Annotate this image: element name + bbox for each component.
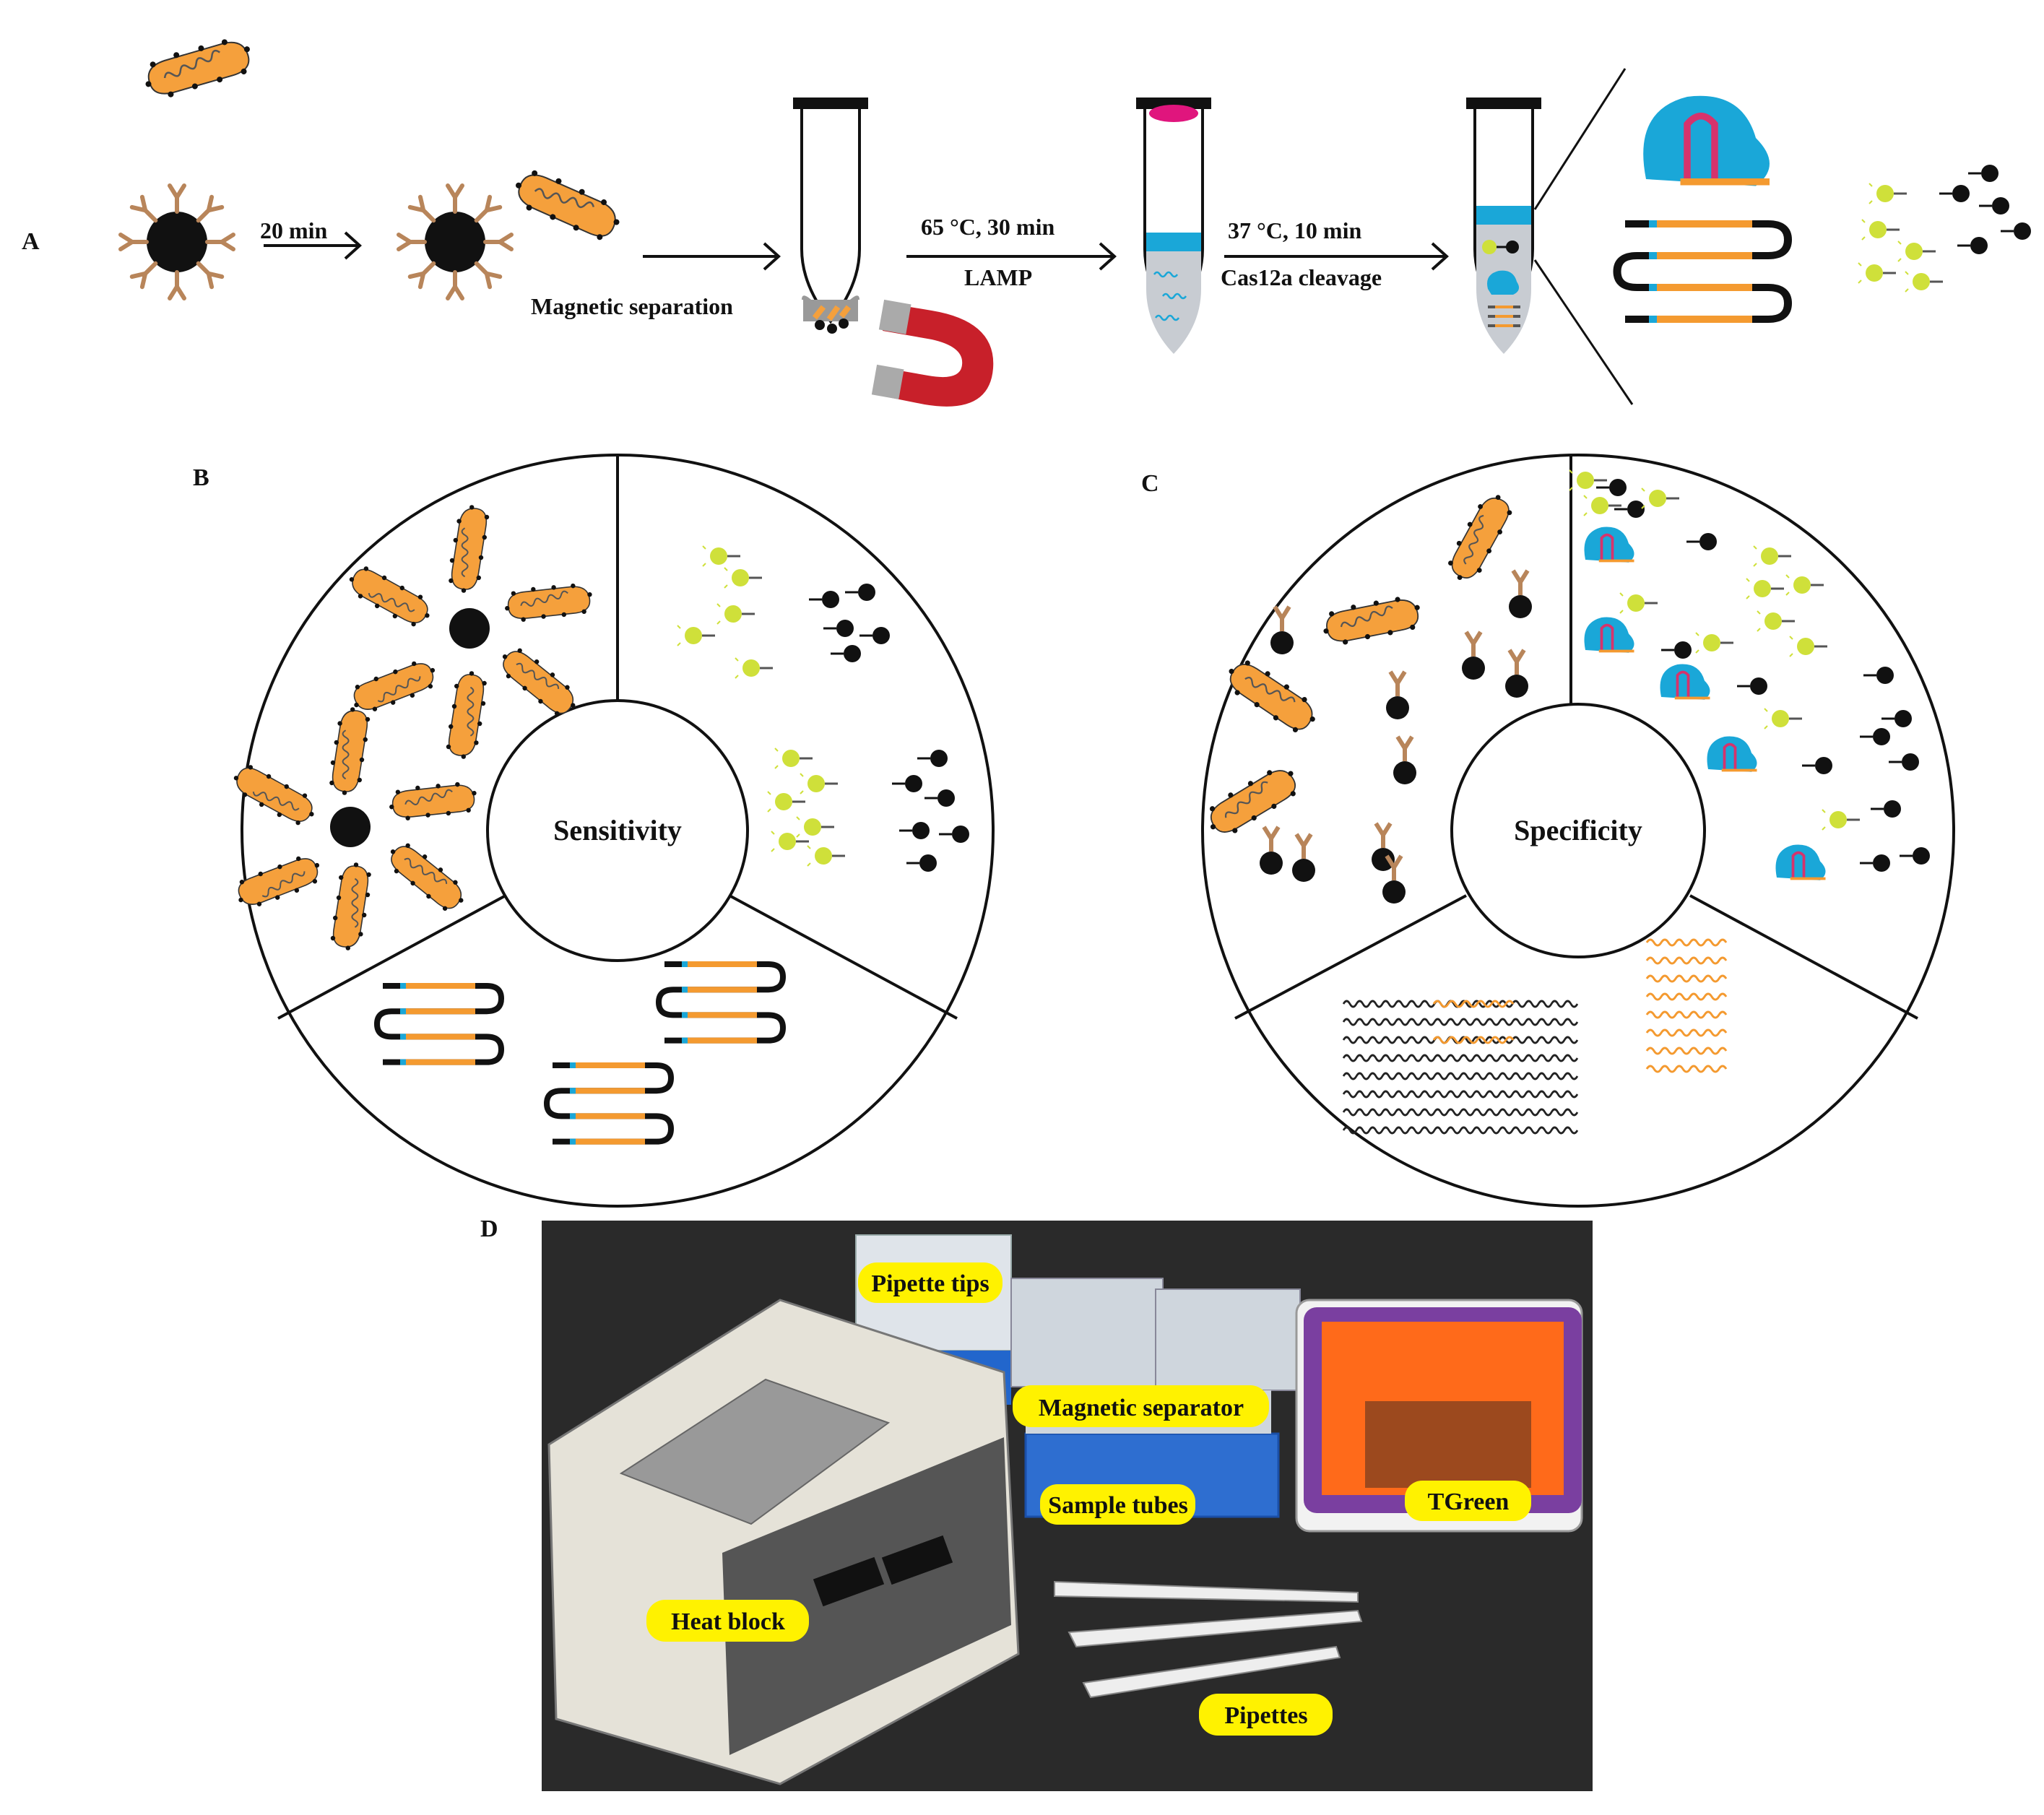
cas-condition-label: 37 °C, 10 min	[1228, 217, 1361, 243]
arrow-cas12a	[1224, 242, 1449, 271]
incubation-label: 20 min	[260, 217, 328, 243]
tube-separation	[792, 96, 870, 334]
tube-cas12a	[1465, 96, 1543, 354]
panel-letter-b: B	[193, 464, 209, 491]
tag-pipettes: Pipettes	[1199, 1694, 1333, 1736]
svg-text:Pipettes: Pipettes	[1224, 1702, 1307, 1729]
amplicon-b-2	[659, 964, 783, 1041]
tag-sample-tubes: Sample tubes	[1040, 1484, 1195, 1525]
tube-lamp	[1135, 96, 1213, 354]
captured-bacterium	[506, 165, 628, 245]
amplicon-zoom	[1617, 224, 1788, 319]
bead-bacteria-cluster-2	[225, 706, 482, 951]
tag-magnetic-separator: Magnetic separator	[1013, 1385, 1269, 1427]
panel-letter-a: A	[22, 228, 40, 255]
bead-bacteria-cluster-1	[341, 504, 597, 760]
panel-b: B Sensitivity	[193, 454, 995, 1208]
amplicon-b-1	[377, 986, 501, 1062]
arrow-separation	[643, 242, 781, 271]
lamp-label: LAMP	[964, 264, 1032, 290]
immunomagnetic-bead	[121, 186, 233, 298]
magnet-icon	[871, 299, 994, 407]
tgreen-transilluminator	[1295, 1299, 1583, 1533]
svg-text:Heat block: Heat block	[671, 1608, 785, 1635]
zoom-lines	[1533, 68, 1634, 405]
dna-lines-specificity	[1342, 1000, 1579, 1135]
separation-label: Magnetic separation	[531, 293, 733, 319]
sensitivity-label: Sensitivity	[553, 814, 682, 846]
panel-c: C Specificity	[1141, 454, 1955, 1208]
svg-text:Sample tubes: Sample tubes	[1048, 1492, 1188, 1519]
panel-a: A 20 min Magnetic separation	[22, 21, 2032, 407]
arrow-lamp	[906, 242, 1117, 271]
svg-text:TGreen: TGreen	[1428, 1489, 1510, 1515]
tag-pipette-tips: Pipette tips	[858, 1262, 1002, 1303]
specificity-label: Specificity	[1514, 814, 1642, 846]
tip-racks	[1010, 1278, 1301, 1391]
svg-text:Magnetic separator: Magnetic separator	[1039, 1395, 1244, 1421]
panel-d: D	[480, 1216, 1593, 1791]
svg-text:Pipette tips: Pipette tips	[871, 1270, 989, 1297]
arrow-incubation	[264, 231, 362, 260]
tag-heat-block: Heat block	[646, 1600, 809, 1642]
captured-bead	[399, 186, 511, 298]
heat-block	[547, 1299, 1020, 1785]
cas-label: Cas12a cleavage	[1221, 264, 1382, 290]
cas12a-zoom-icon	[1643, 96, 1770, 186]
specificity-hub	[1450, 703, 1706, 958]
orange-dna-stack	[1645, 938, 1728, 1073]
panel-letter-c: C	[1141, 470, 1159, 497]
specificity-wheel	[1201, 454, 1955, 1208]
cleaved-reporters	[1857, 163, 2032, 293]
amplicon-b-3	[547, 1065, 671, 1142]
tag-tgreen: TGreen	[1405, 1481, 1531, 1521]
lamp-condition-label: 65 °C, 30 min	[921, 214, 1055, 240]
sensitivity-hub	[486, 699, 749, 962]
pipettes	[1054, 1580, 1363, 1699]
free-bacterium	[137, 21, 260, 116]
panel-letter-d: D	[480, 1216, 498, 1242]
